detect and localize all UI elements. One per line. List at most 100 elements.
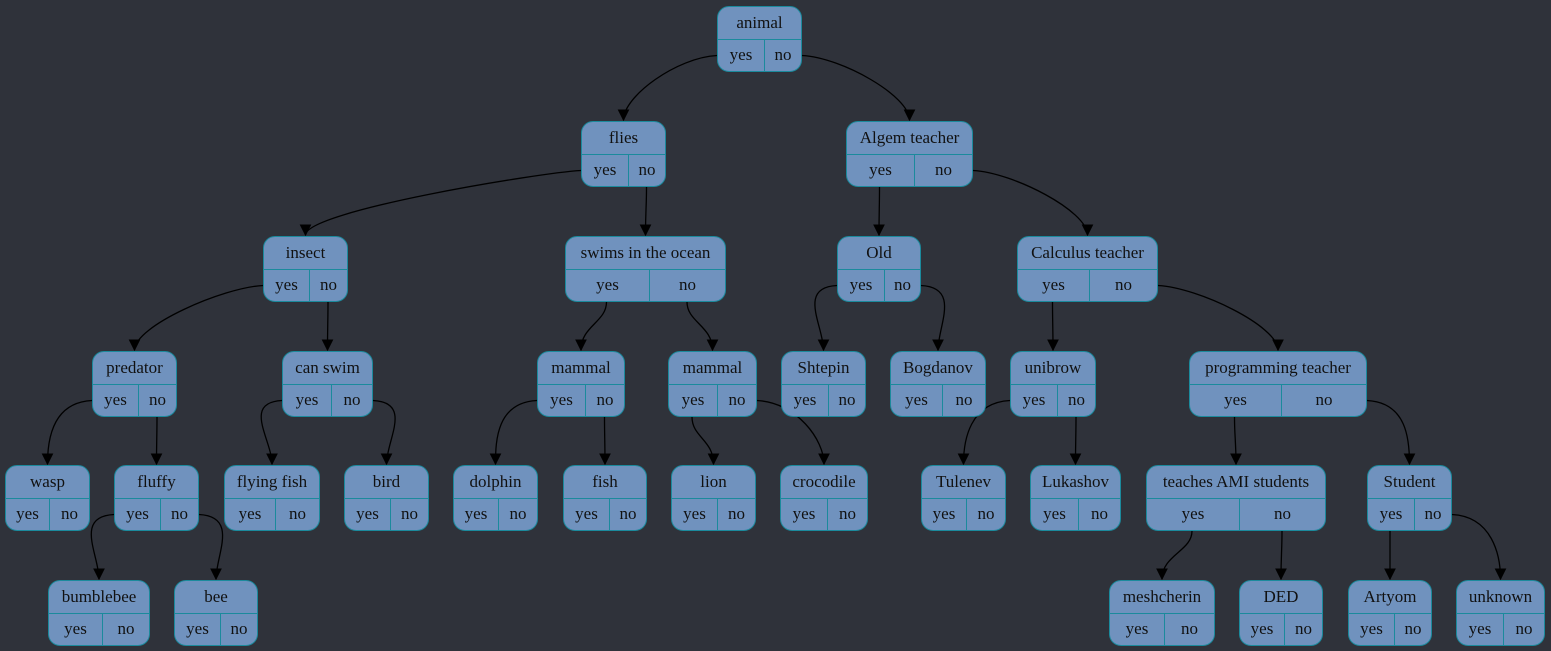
node-no-port: no [1515, 619, 1533, 639]
node-no-port: no [343, 390, 361, 410]
node-question-label: Lukashov [1031, 466, 1120, 499]
edge-mammal2-no-crocodile [756, 399, 830, 466]
node-question-label: fluffy [115, 466, 198, 499]
edge-fluffy-no-bee [198, 513, 224, 581]
node-no-port: no [728, 504, 745, 524]
node-yes-port: yes [1018, 269, 1090, 301]
edge-old-yes-shtepin [814, 284, 838, 352]
node-no-port: no [401, 504, 418, 524]
node-question-label: DED [1240, 581, 1322, 614]
node-no-port: no [935, 160, 952, 180]
node-question-label: Old [838, 237, 920, 270]
node-no-port: no [977, 504, 995, 524]
node-yes-port: yes [838, 269, 885, 301]
node-question-label: wasp [6, 466, 89, 499]
node-no-port: no [1404, 619, 1422, 639]
node-no-port: no [679, 275, 696, 295]
node-question-label: fish [564, 466, 646, 499]
edge-teachesami-yes-meshcherin [1156, 530, 1193, 581]
node-no-port: no [509, 504, 527, 524]
node-yes-port: yes [891, 384, 943, 416]
node-question-label: Tulenev [922, 466, 1005, 499]
edge-swims-no-mammal2 [686, 301, 719, 352]
edge-programming-no-student [1366, 399, 1416, 466]
node-question-label: dolphin [454, 466, 537, 499]
edge-programming-yes-teachesami [1230, 416, 1242, 466]
edge-old-no-bogdanov [920, 284, 946, 352]
node-yes-port: yes [566, 269, 650, 301]
edge-unibrow-yes-tulenev [957, 399, 1011, 466]
node-question-label: flies [582, 122, 665, 155]
edge-animal-yes-flies [617, 54, 718, 122]
edge-algem-no-calculus [972, 169, 1094, 237]
node-no-port: no [171, 504, 188, 524]
node-question-label: swims in the ocean [566, 237, 725, 270]
node-question-label: mammal [669, 352, 756, 385]
edge-calculus-no-programming [1157, 284, 1284, 352]
node-yes-port: yes [718, 39, 765, 71]
node-no-port: no [596, 390, 614, 410]
edge-mammal1-no-fish [599, 416, 611, 466]
edge-algem-yes-old [873, 186, 885, 237]
edge-insect-yes-predator [128, 284, 264, 352]
node-yes-port: yes [847, 154, 915, 186]
edge-predator-no-fluffy [150, 416, 163, 466]
node-yes-port: yes [781, 498, 828, 530]
node-question-label: can swim [283, 352, 372, 385]
node-no-port: no [1274, 504, 1291, 524]
node-yes-port: yes [345, 498, 391, 530]
edge-mammal1-yes-dolphin [489, 399, 538, 466]
node-question-label: insect [264, 237, 347, 270]
node-question-label: Student [1368, 466, 1451, 499]
node-yes-port: yes [538, 384, 586, 416]
edge-calculus-yes-unibrow [1047, 301, 1059, 352]
node-question-label: Artyom [1349, 581, 1431, 614]
edge-fluffy-yes-bumblebee [90, 513, 115, 581]
node-question-label: flying fish [225, 466, 319, 499]
node-no-port: no [1295, 619, 1312, 639]
node-no-port: no [1181, 619, 1198, 639]
node-yes-port: yes [1349, 613, 1395, 645]
node-yes-port: yes [1031, 498, 1079, 530]
node-yes-port: yes [1457, 613, 1504, 645]
edge-canswim-no-bird [372, 399, 396, 466]
node-question-label: Algem teacher [847, 122, 972, 155]
node-no-port: no [61, 504, 78, 524]
edge-insect-no-canswim [321, 301, 334, 352]
node-question-label: Bogdanov [891, 352, 985, 385]
edge-mammal2-yes-lion [691, 416, 720, 466]
node-no-port: no [728, 390, 746, 410]
node-question-label: teaches AMI students [1147, 466, 1325, 499]
node-question-label: Shtepin [782, 352, 865, 385]
node-no-port: no [1091, 504, 1108, 524]
node-yes-port: yes [1368, 498, 1415, 530]
node-yes-port: yes [1240, 613, 1285, 645]
node-yes-port: yes [454, 498, 499, 530]
node-no-port: no [289, 504, 306, 524]
node-question-label: unibrow [1011, 352, 1095, 385]
edge-animal-no-algem [801, 54, 916, 122]
node-yes-port: yes [1110, 613, 1165, 645]
node-yes-port: yes [1190, 384, 1282, 416]
